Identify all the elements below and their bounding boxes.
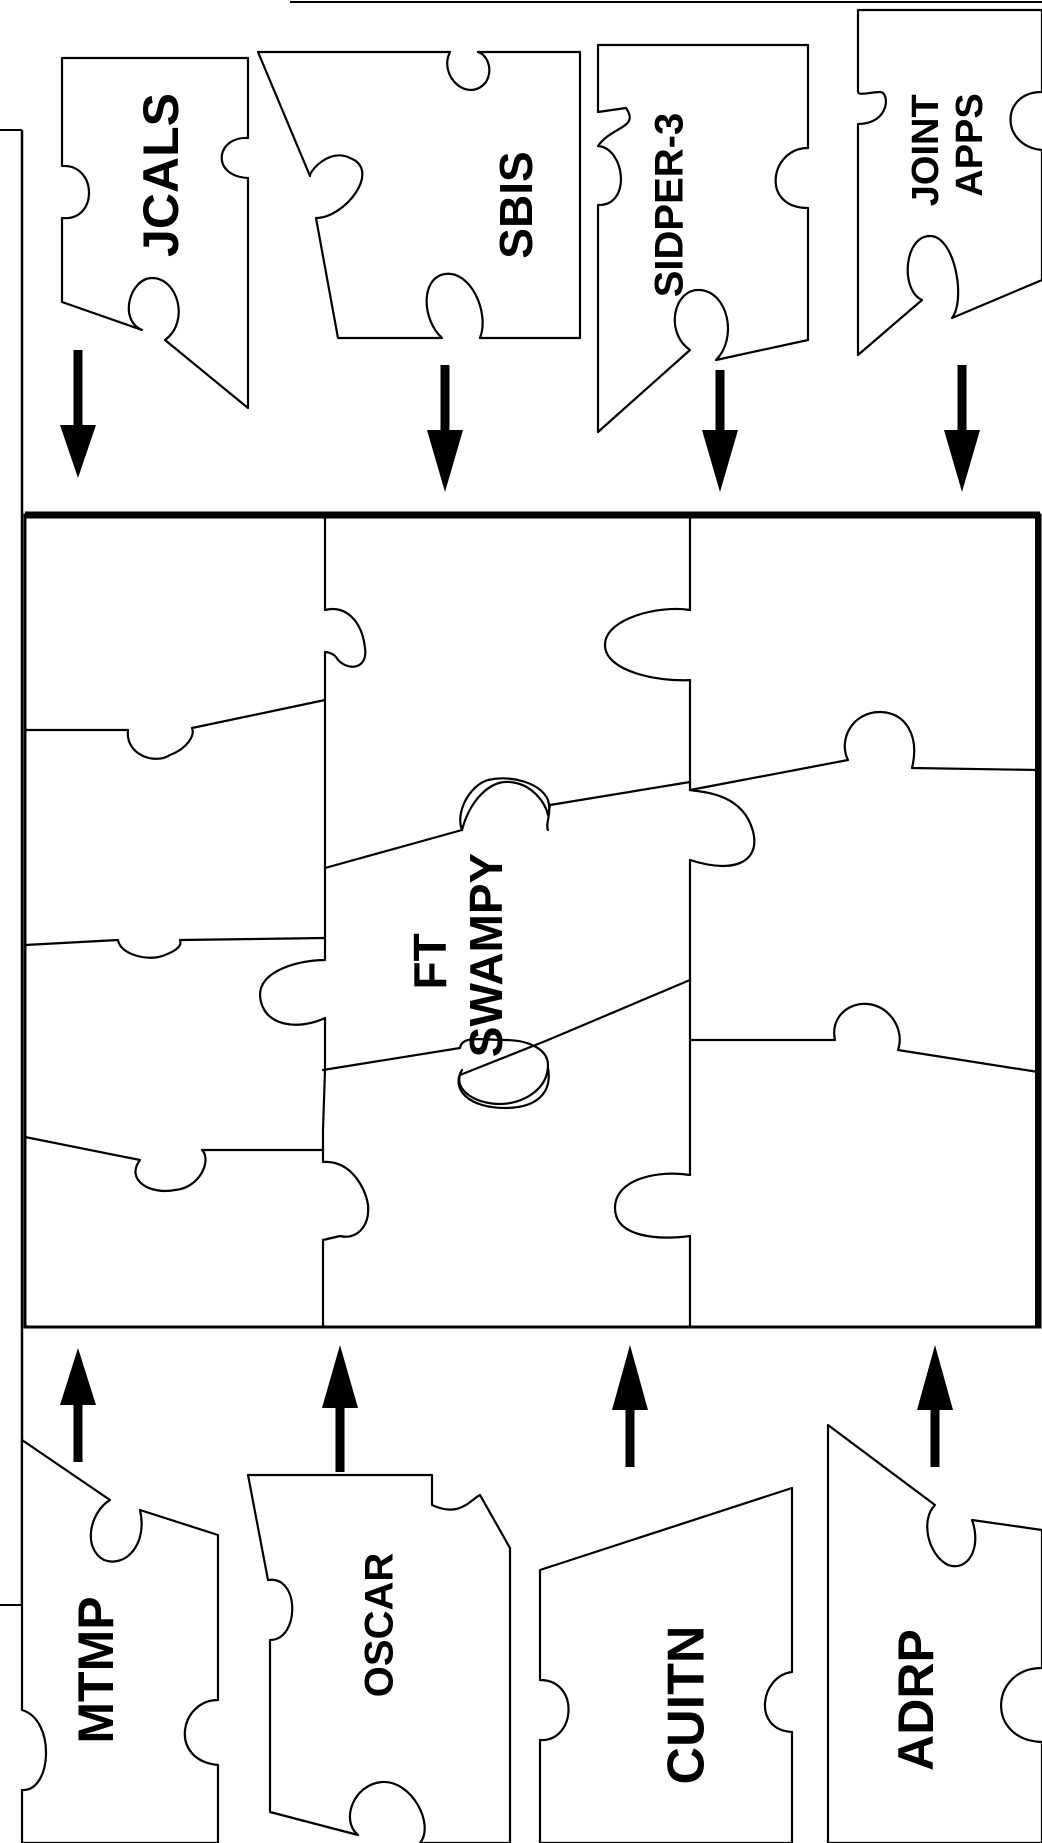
joint-apps-label: JOINT APPS <box>905 84 991 206</box>
arrow-jcals-head <box>60 425 96 478</box>
cuitn-label: CUITN <box>658 1626 716 1785</box>
arrow-joint-apps-head <box>944 430 980 492</box>
adrp-label: ADRP <box>888 1629 944 1771</box>
adrp-piece: ADRP <box>826 1423 1042 1843</box>
cut-right-2 <box>688 1002 1040 1074</box>
arrows-bottom <box>60 1345 953 1472</box>
sbis-piece: SBIS <box>256 50 582 340</box>
sidper-3-label: SIDPER-3 <box>648 113 692 298</box>
cut-left-3 <box>23 1135 325 1193</box>
ft-swampy-label: FT SWAMPY <box>404 853 512 1057</box>
joint-apps-line-1: JOINT <box>905 94 947 206</box>
oscar-label: OSCAR <box>358 1553 402 1698</box>
joint-apps-piece: JOINT APPS <box>856 8 1042 357</box>
assembled-puzzle-block: FT SWAMPY <box>23 511 1042 1329</box>
sidper-3-piece: SIDPER-3 <box>596 43 810 434</box>
knob-center-bottom <box>457 1066 550 1110</box>
jcals-piece: JCALS <box>60 56 250 410</box>
column-divider-2 <box>603 516 756 1329</box>
arrow-adrp-head <box>917 1345 953 1410</box>
column-divider-1 <box>258 516 370 1329</box>
cut-left-2 <box>23 936 327 959</box>
ft-swampy-line-2: SWAMPY <box>460 853 512 1057</box>
ft-swampy-line-1: FT <box>404 933 456 989</box>
cut-right-1 <box>688 710 1040 792</box>
mtmp-piece: MTMP <box>20 1438 220 1843</box>
cut-center-1 <box>323 780 692 870</box>
joint-apps-line-2: APPS <box>949 93 991 196</box>
arrow-cuitn-head <box>612 1345 648 1410</box>
arrows-top <box>60 350 980 492</box>
sbis-label: SBIS <box>490 151 542 258</box>
jcals-label: JCALS <box>133 93 189 257</box>
block-outline <box>23 513 1042 1329</box>
cut-left-1 <box>23 698 327 760</box>
arrow-sbis-head <box>427 430 463 492</box>
arrow-oscar-head <box>322 1345 358 1408</box>
cuitn-piece: CUITN <box>538 1486 794 1843</box>
oscar-piece: OSCAR <box>246 1473 512 1843</box>
arrow-sidper-3-head <box>702 430 738 492</box>
mtmp-label: MTMP <box>68 1596 124 1743</box>
arrow-mtmp-head <box>60 1348 96 1405</box>
knob-center-top <box>459 777 551 832</box>
